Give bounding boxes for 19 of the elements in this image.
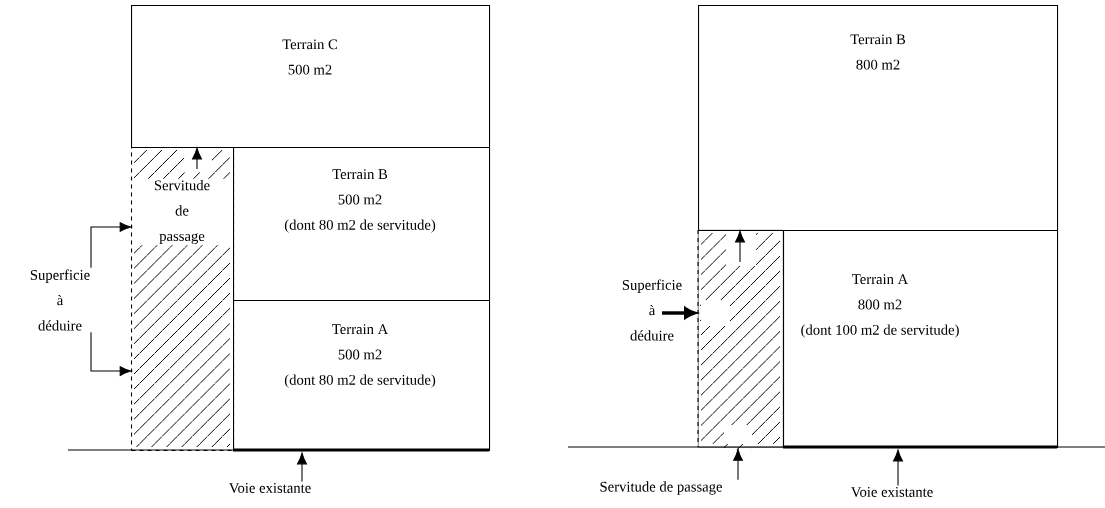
land-plot: Terrain C 500 m2 xyxy=(131,5,491,149)
arrow xyxy=(735,230,745,263)
arrow xyxy=(662,307,697,319)
land-plot: Terrain A 800 m2 (dont 100 m2 de servitude) xyxy=(783,230,1059,449)
annotation-text: Voie existante xyxy=(228,483,311,493)
annotation-text: Voie existante xyxy=(850,487,933,497)
annotation-text: Superficie à déduire xyxy=(30,269,90,331)
hatched-strip: Servitude de passage xyxy=(131,147,235,452)
arrow xyxy=(90,222,132,269)
land-plot: Terrain B 800 m2 xyxy=(698,5,1059,232)
land-plot: Terrain A 500 m2 (dont 80 m2 de servitude) xyxy=(233,300,491,452)
land-plot: Terrain B 500 m2 (dont 80 m2 de servitude) xyxy=(233,147,491,302)
annotation-text: Servitude de passage xyxy=(600,481,722,495)
arrow xyxy=(192,147,202,170)
arrow xyxy=(733,449,743,481)
arrow xyxy=(90,331,132,376)
arrow xyxy=(893,449,903,486)
arrow xyxy=(297,452,307,482)
annotation-text: Superficie à déduire xyxy=(622,279,682,341)
